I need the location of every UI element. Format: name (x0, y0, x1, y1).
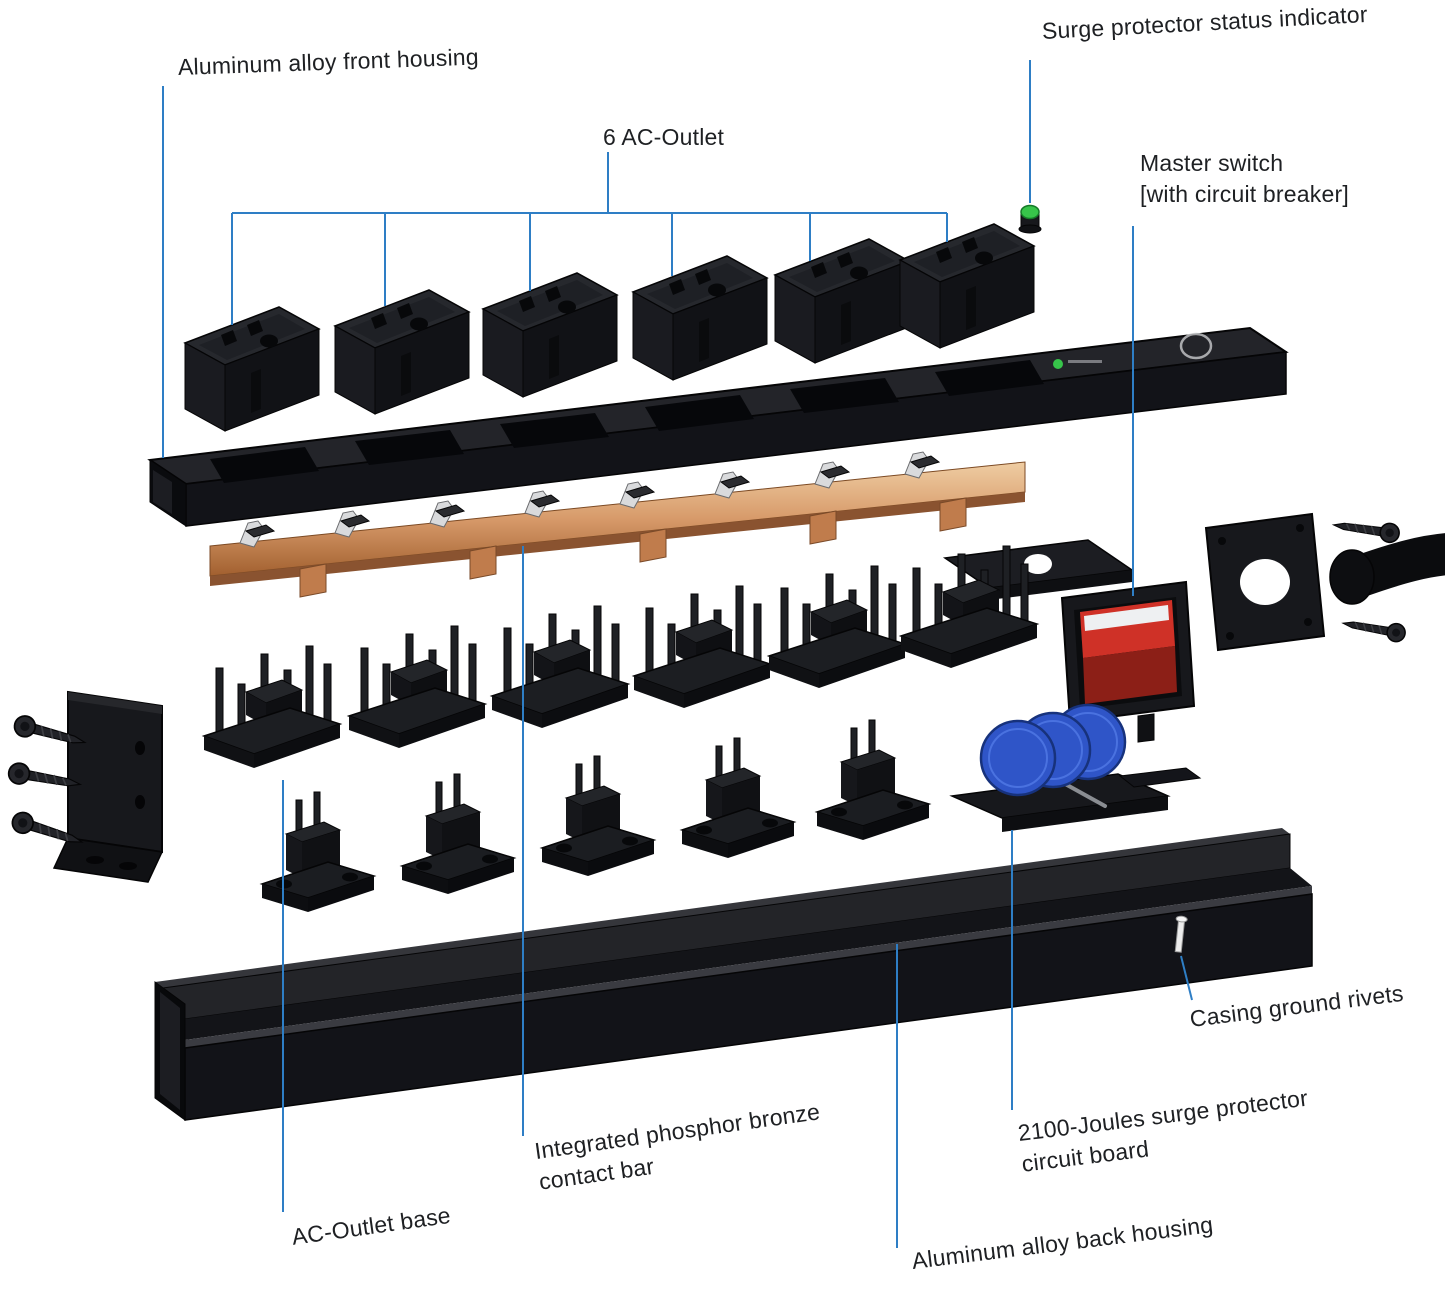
outlet-base (633, 585, 771, 709)
ground-rivets-leader (1180, 955, 1193, 1001)
leader-lines (162, 60, 1193, 1248)
protected-text-mark (1068, 360, 1102, 363)
outlet-cover (184, 306, 320, 432)
outlet-base (203, 645, 341, 769)
power-cord (1329, 533, 1445, 605)
outlet-cover (482, 272, 618, 398)
outlet-base (768, 565, 906, 689)
terminal-base (681, 737, 795, 859)
brand-logo-mark (1179, 332, 1213, 360)
ground-rivet (1174, 915, 1188, 953)
terminal-base (816, 719, 930, 841)
outlet-base (348, 625, 486, 749)
mov-disc (979, 719, 1057, 797)
cord-grommet (1329, 549, 1375, 605)
terminal-base (401, 773, 515, 895)
label-six-ac-outlet: 6 AC-Outlet (603, 124, 725, 150)
ac-outlet-leader (231, 152, 948, 325)
outlet-bases (203, 545, 1038, 769)
surge-board (949, 703, 1202, 832)
outlet-base (491, 605, 629, 729)
outlet-cover (774, 238, 910, 364)
label-master-switch: Master switch [with circuit breaker] (1140, 148, 1349, 210)
screw (1331, 514, 1402, 545)
status-led (1018, 204, 1042, 234)
outlet-cover (632, 255, 768, 381)
mounting-bracket (52, 690, 164, 883)
label-master-switch-line1: Master switch (1140, 150, 1284, 176)
terminal-base (541, 755, 655, 877)
outlet-cover (899, 223, 1035, 349)
end-plate (1204, 512, 1326, 652)
label-master-switch-line2: [with circuit breaker] (1140, 181, 1349, 208)
terminal-base (261, 791, 375, 913)
outlet-cover (334, 289, 470, 415)
back-housing (154, 828, 1313, 1121)
screw (1340, 613, 1408, 644)
contact-bar (209, 451, 1026, 598)
protected-led-mark (1053, 359, 1063, 369)
front-housing (147, 326, 1289, 527)
terminal-bases (261, 719, 930, 913)
